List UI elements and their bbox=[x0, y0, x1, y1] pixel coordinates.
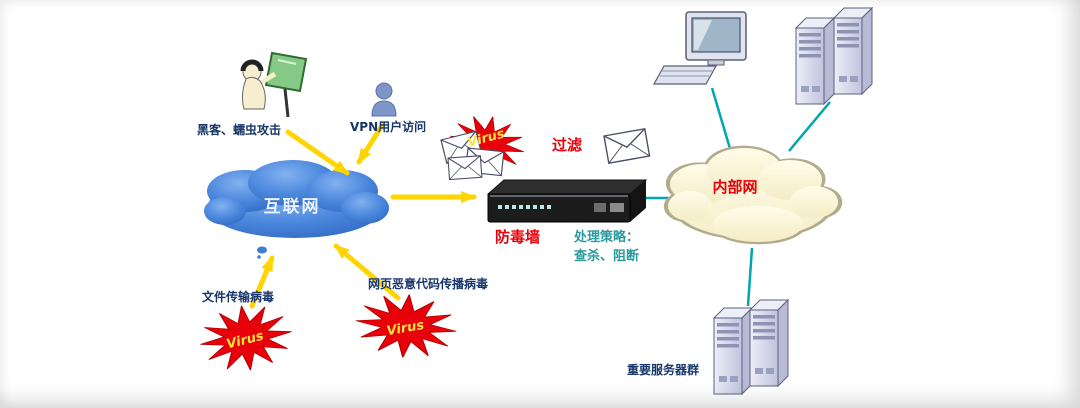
envelope-icon bbox=[603, 128, 651, 164]
vpn-user-label: VPN用户访问 bbox=[350, 119, 426, 134]
server-towers-icon bbox=[795, 7, 873, 105]
virus-label-web: Virus bbox=[386, 318, 426, 339]
server-group-icon bbox=[713, 299, 789, 395]
firewall-device bbox=[486, 179, 648, 223]
link-intranet-to-servers bbox=[788, 101, 831, 152]
intranet-cloud-label: 内部网 bbox=[712, 178, 757, 196]
strategy-label-line2: 查杀、阻断 bbox=[573, 248, 639, 264]
file-virus-label: 文件传输病毒 bbox=[202, 289, 274, 304]
attack-arrows bbox=[249, 121, 477, 309]
arrow-hacker-to-internet bbox=[285, 129, 350, 176]
internet-cloud-shape bbox=[204, 160, 389, 259]
envelope-icon bbox=[447, 155, 483, 181]
filter-label: 过滤 bbox=[552, 136, 582, 154]
link-intranet-to-server-group bbox=[746, 247, 754, 307]
intranet-cloud-shape bbox=[663, 145, 843, 245]
web-virus-label: 网页恶意代码传播病毒 bbox=[368, 276, 488, 291]
arrow-vpn-to-internet bbox=[356, 121, 386, 165]
hacker-icon bbox=[240, 51, 308, 118]
arrow-file-virus-to-internet bbox=[249, 255, 275, 309]
desktop-computer-icon bbox=[652, 11, 747, 85]
link-intranet-to-computer bbox=[710, 87, 733, 153]
vpn-user-icon bbox=[371, 82, 397, 117]
firewall-label: 防毒墙 bbox=[495, 228, 540, 246]
server-group-label: 重要服务器群 bbox=[627, 362, 699, 377]
arrow-web-virus-to-internet bbox=[333, 243, 401, 301]
strategy-label-line1: 处理策略： bbox=[573, 229, 639, 245]
internet-cloud-label: 互联网 bbox=[264, 197, 321, 217]
hacker-label: 黑客、蠕虫攻击 bbox=[197, 122, 281, 137]
